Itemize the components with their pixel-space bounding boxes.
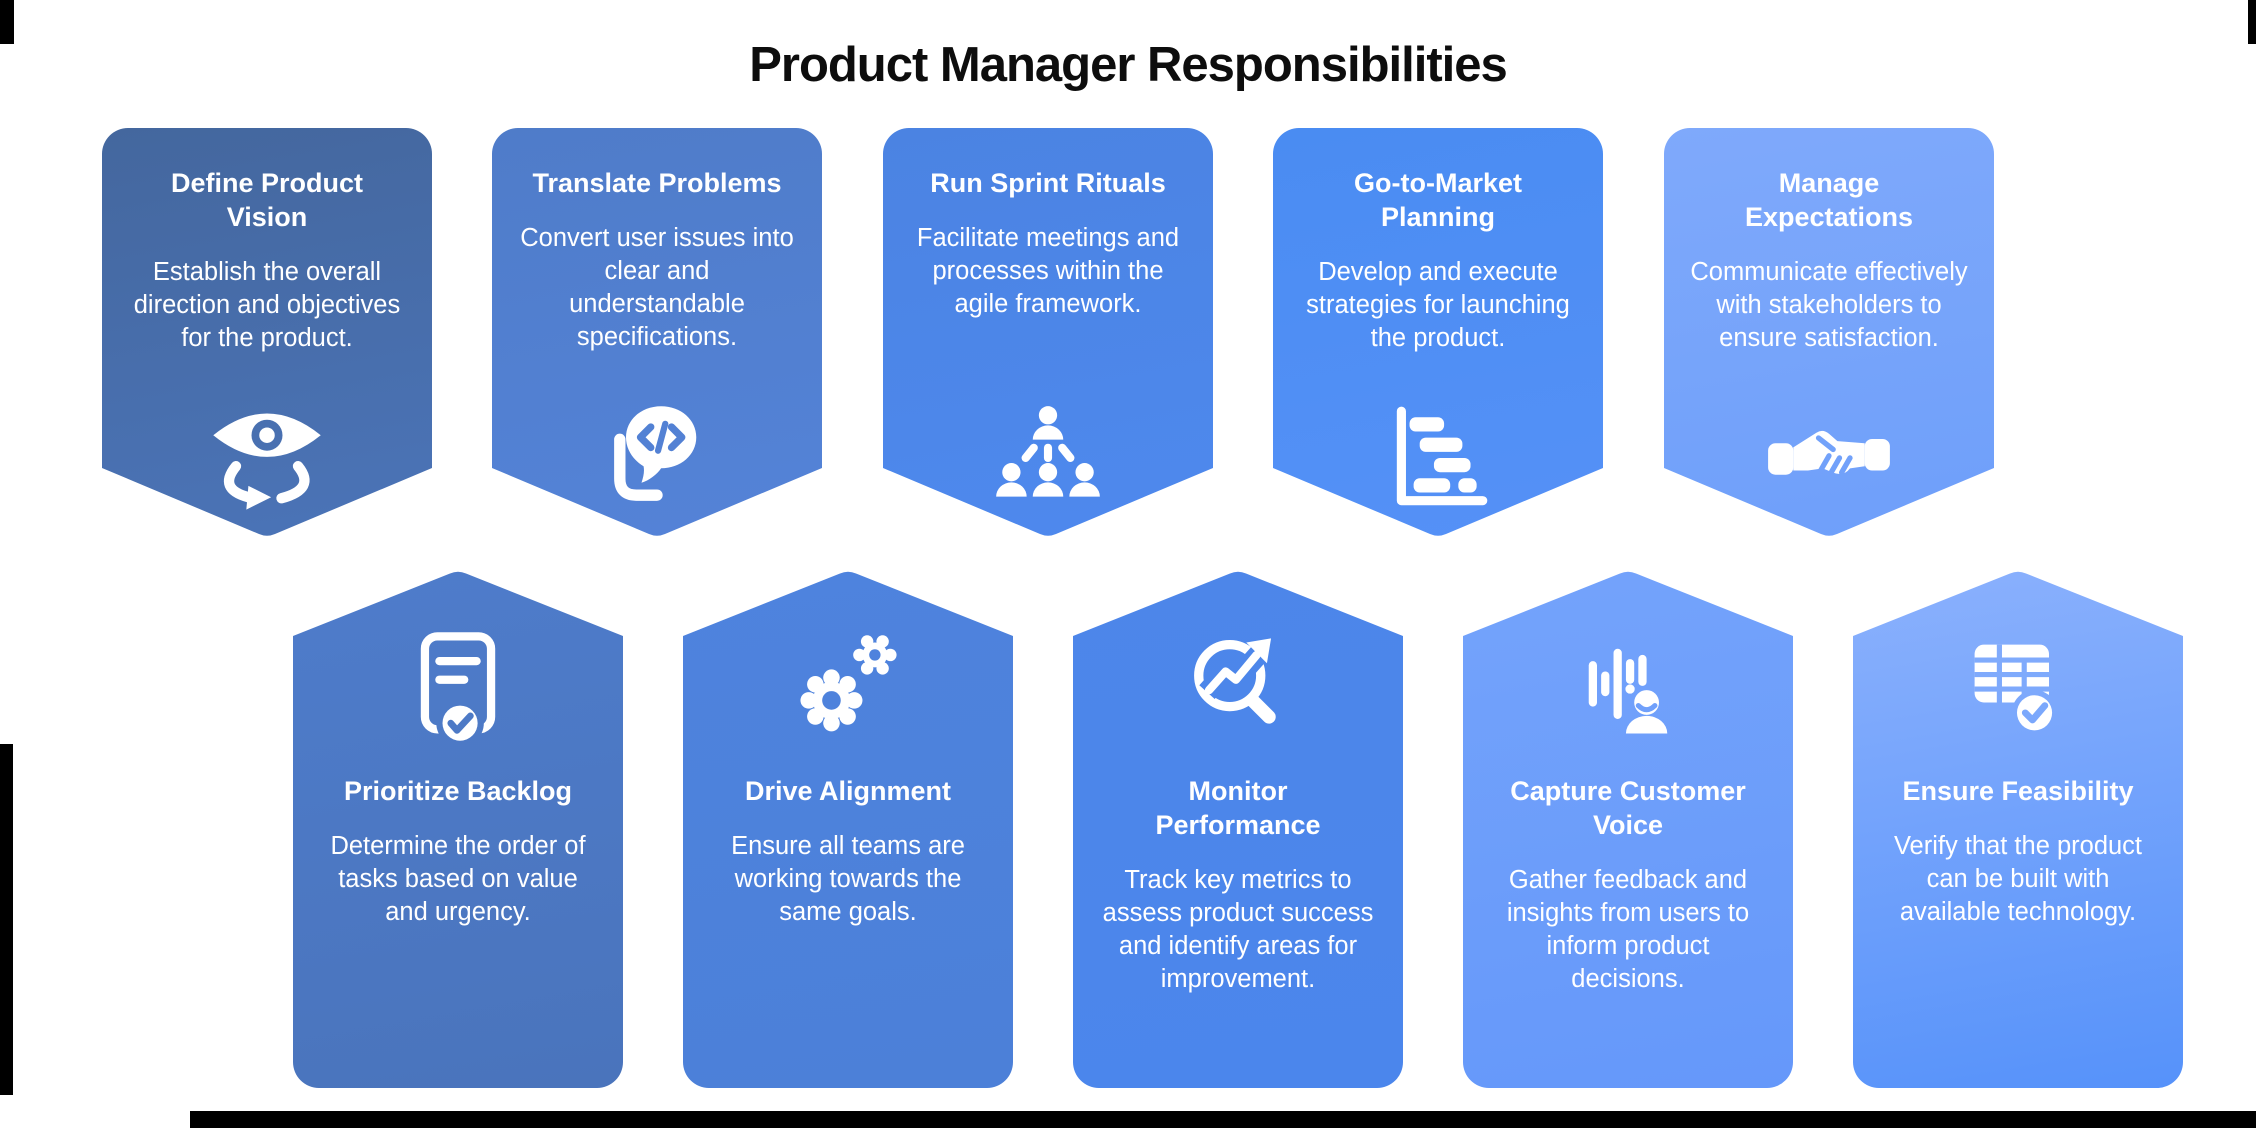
card-define-product-vision: Define Product Vision Establish the over… bbox=[102, 128, 432, 538]
card-description: Develop and execute strategies for launc… bbox=[1306, 258, 1570, 353]
card-title: Run Sprint Rituals bbox=[930, 168, 1166, 198]
card-title: Drive Alignment bbox=[744, 776, 952, 806]
card-drive-alignment: Drive Alignment Ensure all teams are wor… bbox=[683, 570, 1013, 1088]
screen-edge-artifact-left bbox=[0, 744, 13, 1095]
card-description: Gather feedback and insights from users … bbox=[1506, 866, 1750, 994]
card-run-sprint-rituals: Run Sprint Rituals Facilitate meetings a… bbox=[883, 128, 1213, 538]
card-monitor-performance: Monitor Performance Track key metrics to… bbox=[1073, 570, 1403, 1088]
card-title: Prioritize Backlog bbox=[343, 776, 573, 806]
team-hierarchy-icon bbox=[987, 399, 1109, 521]
card-title: Capture Customer Voice bbox=[1510, 776, 1746, 841]
card-title: Ensure Feasibility bbox=[1902, 776, 2134, 806]
voice-feedback-icon bbox=[1566, 626, 1690, 750]
eye-rotate-icon bbox=[205, 398, 329, 522]
card-go-to-market-planning: Go-to-Market Planning Develop and execut… bbox=[1273, 128, 1603, 538]
screen-edge-artifact-bottom bbox=[190, 1111, 2256, 1128]
screen-edge-artifact-top-right bbox=[2248, 0, 2256, 44]
gantt-chart-icon bbox=[1377, 399, 1499, 521]
card-title: Monitor Performance bbox=[1155, 776, 1321, 841]
card-manage-expectations: Manage Expectations Communicate effectiv… bbox=[1664, 128, 1994, 538]
handshake-icon bbox=[1766, 397, 1892, 523]
card-description: Track key metrics to assess product succ… bbox=[1102, 866, 1374, 994]
card-capture-customer-voice: Capture Customer Voice Gather feedback a… bbox=[1463, 570, 1793, 1088]
card-description: Ensure all teams are working towards the… bbox=[731, 832, 965, 927]
document-check-icon bbox=[396, 626, 520, 750]
card-description: Facilitate meetings and processes within… bbox=[916, 224, 1180, 319]
screen-edge-artifact-top-left bbox=[0, 0, 14, 44]
card-prioritize-backlog: Prioritize Backlog Determine the order o… bbox=[293, 570, 623, 1088]
card-description: Convert user issues into clear and under… bbox=[520, 224, 794, 352]
page-title: Product Manager Responsibilities bbox=[749, 37, 1508, 92]
card-translate-problems: Translate Problems Convert user issues i… bbox=[492, 128, 822, 538]
card-title: Manage Expectations bbox=[1744, 168, 1914, 233]
card-title: Go-to-Market Planning bbox=[1354, 168, 1522, 233]
table-check-icon bbox=[1956, 626, 2080, 750]
card-description: Communicate effectively with stakeholder… bbox=[1690, 258, 1968, 353]
magnifier-trend-icon bbox=[1176, 626, 1300, 750]
card-description: Verify that the product can be built wit… bbox=[1893, 832, 2143, 927]
card-title: Translate Problems bbox=[532, 168, 782, 198]
code-speech-bubble-icon bbox=[595, 398, 719, 522]
card-description: Establish the overall direction and obje… bbox=[133, 258, 401, 353]
gears-icon bbox=[786, 626, 910, 750]
card-ensure-feasibility: Ensure Feasibility Verify that the produ… bbox=[1853, 570, 2183, 1088]
card-description: Determine the order of tasks based on va… bbox=[330, 832, 586, 927]
card-title: Define Product Vision bbox=[170, 168, 364, 233]
